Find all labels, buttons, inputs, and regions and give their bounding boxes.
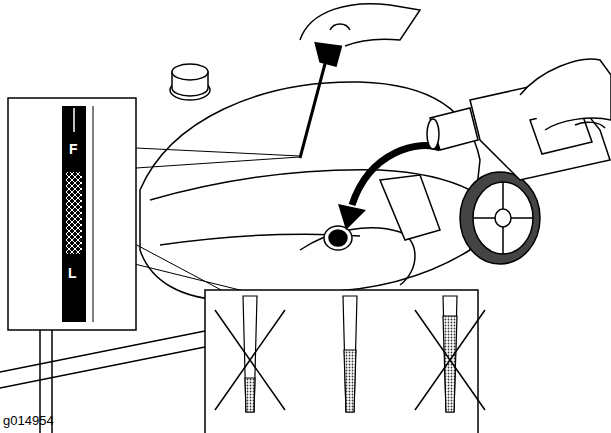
cross-mark xyxy=(415,310,485,410)
dipstick-held xyxy=(300,4,420,158)
dipstick-high xyxy=(415,296,485,412)
engine-housing xyxy=(300,228,415,285)
dipstick-blade xyxy=(62,106,86,322)
leader-line xyxy=(136,157,300,168)
dipstick-tip xyxy=(343,296,357,412)
inset-frame xyxy=(8,98,136,330)
wheel-hub xyxy=(495,209,511,227)
inset-frame xyxy=(205,290,478,433)
oil-fill-hole xyxy=(329,230,347,246)
arrow-head xyxy=(338,204,366,230)
cross-mark xyxy=(215,310,285,410)
figure-code: g014954 xyxy=(3,414,54,427)
wheel-spokes xyxy=(473,182,533,254)
finger xyxy=(330,24,350,30)
bottle-mouth xyxy=(427,119,439,149)
finger xyxy=(575,122,605,128)
pour-arrow xyxy=(338,146,440,230)
fuel-cap-top xyxy=(172,64,208,80)
hand-right xyxy=(520,59,611,130)
level-mark-low: L xyxy=(68,266,77,280)
engine-block xyxy=(380,175,440,240)
handle-bar xyxy=(0,344,220,388)
oil-level xyxy=(443,316,457,412)
dipstick-rod xyxy=(300,60,326,158)
level-mark-full: F xyxy=(69,142,78,156)
oil-level xyxy=(344,350,356,412)
wheel xyxy=(460,172,540,264)
oil-fill-neck xyxy=(324,226,352,250)
oil-level xyxy=(245,378,255,412)
fuel-cap xyxy=(170,64,210,100)
wheel-tire xyxy=(460,172,540,264)
handle-bar xyxy=(0,330,210,372)
dipstick-low xyxy=(215,296,285,412)
dipstick-mark xyxy=(73,108,75,132)
dipstick-ok xyxy=(343,296,357,412)
dipstick-inset xyxy=(8,98,136,330)
oil-fill xyxy=(324,226,352,250)
arrow-shaft xyxy=(352,146,440,205)
level-inset xyxy=(205,290,485,433)
wheel-rim xyxy=(473,182,533,254)
hand-left xyxy=(300,4,420,46)
dipstick-range xyxy=(66,172,82,254)
dipstick-edge xyxy=(93,106,94,322)
oil-bottle xyxy=(427,59,611,180)
leader-line xyxy=(136,148,300,156)
